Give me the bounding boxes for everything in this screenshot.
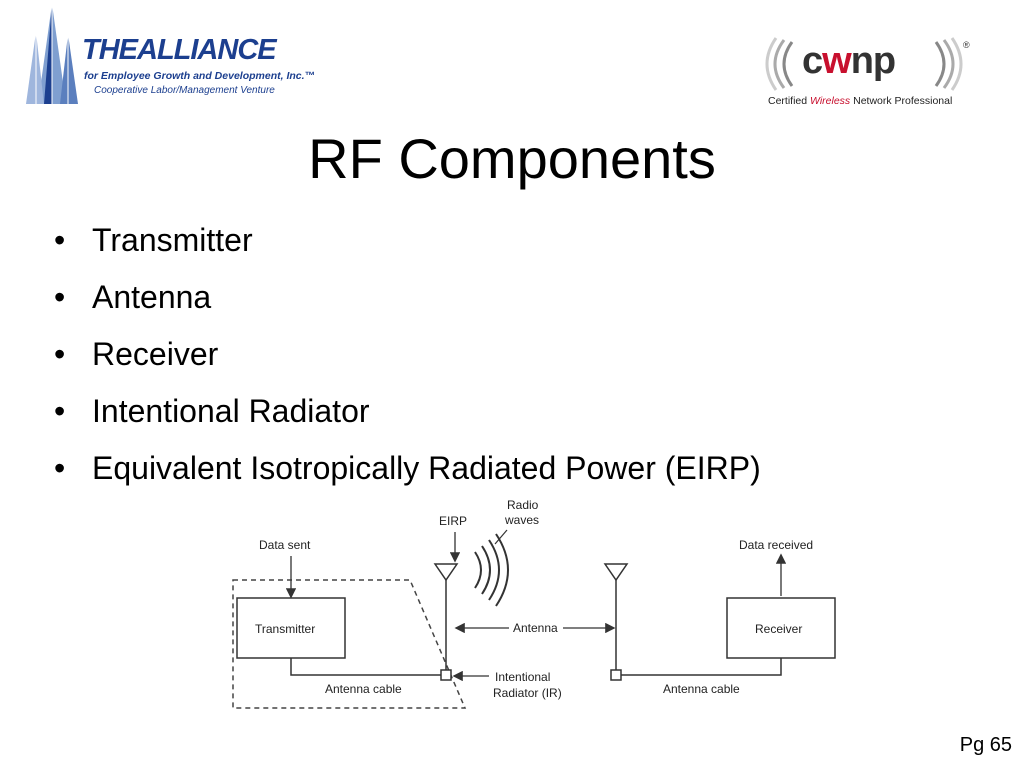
alliance-wordmark: THEALLIANCE xyxy=(82,34,277,66)
diagram-graphics xyxy=(232,529,836,709)
cwnp-logo: cwnp ® Certified Wireless Network Profes… xyxy=(764,36,974,114)
bullet-item: •Intentional Radiator xyxy=(54,383,761,440)
slide-title: RF Components xyxy=(308,127,716,190)
bullet-item: •Receiver xyxy=(54,326,761,383)
bullet-item: •Antenna xyxy=(54,269,761,326)
registered-mark: ® xyxy=(963,40,970,50)
left-connector xyxy=(440,669,452,681)
right-antenna-cable xyxy=(621,658,782,676)
ir-label-2: Radiator (IR) xyxy=(493,686,562,700)
radio-waves-label-2: waves xyxy=(505,513,540,527)
intentional-radiator-boundary xyxy=(232,579,467,709)
page-number: Pg 65 xyxy=(959,734,1012,756)
bullet-dot: • xyxy=(54,450,66,486)
bullet-list: •Transmitter •Antenna •Receiver •Intenti… xyxy=(54,212,761,497)
ir-label-1: Intentional xyxy=(495,670,551,684)
bullet-item: •Transmitter xyxy=(54,212,761,269)
antenna-cable-right-label: Antenna cable xyxy=(663,682,740,696)
data-received-label: Data received xyxy=(739,538,814,552)
bullet-dot: • xyxy=(54,222,66,258)
tower-icon xyxy=(26,4,78,104)
radio-waves-pointer xyxy=(494,529,508,545)
right-antenna-icon xyxy=(603,563,629,582)
antenna-cable-left-label: Antenna cable xyxy=(325,682,402,696)
antenna-label: Antenna xyxy=(513,621,558,635)
radio-wave xyxy=(481,545,491,595)
alliance-logo: THEALLIANCE for Employee Growth and Deve… xyxy=(22,4,315,108)
cwnp-tagline: Certified Wireless Network Professional xyxy=(768,95,953,107)
transmitter-label: Transmitter xyxy=(255,622,316,636)
rf-components-diagram: EIRP Radio waves Data sent Data received… xyxy=(225,494,845,714)
eirp-label: EIRP xyxy=(439,514,468,528)
radio-wave xyxy=(488,539,500,601)
radio-wave xyxy=(474,551,482,589)
left-antenna-icon xyxy=(433,563,459,582)
cwnp-wordmark: cwnp xyxy=(802,40,896,82)
left-antenna-cable xyxy=(290,658,441,676)
bullet-item: •Equivalent Isotropically Radiated Power… xyxy=(54,440,761,497)
right-connector xyxy=(610,669,622,681)
radio-wave xyxy=(495,533,509,607)
data-sent-label: Data sent xyxy=(259,538,311,552)
radio-waves-icon xyxy=(765,37,963,91)
radio-waves-label-1: Radio xyxy=(507,498,539,512)
bullet-dot: • xyxy=(54,393,66,429)
alliance-tagline: for Employee Growth and Development, Inc… xyxy=(84,70,316,82)
bullet-dot: • xyxy=(54,336,66,372)
alliance-tagline-2: Cooperative Labor/Management Venture xyxy=(94,85,275,96)
bullet-dot: • xyxy=(54,279,66,315)
receiver-label: Receiver xyxy=(755,622,803,636)
